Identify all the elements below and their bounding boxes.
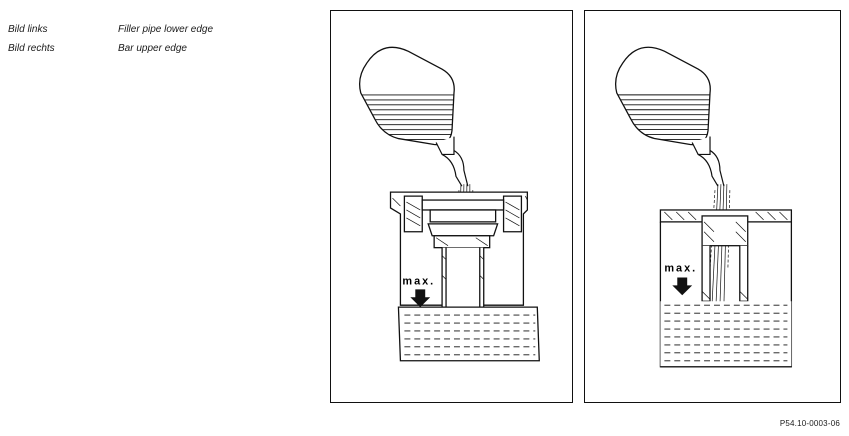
fluid-reservoir xyxy=(659,221,793,368)
oil-bottle xyxy=(614,46,725,187)
bar-plate xyxy=(659,209,793,302)
legend-value: Bar upper edge xyxy=(118,43,187,54)
right-illustration-panel: max. xyxy=(584,10,841,403)
max-label: max. xyxy=(402,275,435,287)
left-illustration: max. xyxy=(358,46,540,362)
max-label: max. xyxy=(664,262,697,274)
legend-key: Bild rechts xyxy=(8,43,55,54)
left-illustration-panel: max. xyxy=(330,10,573,403)
legend-key: Bild links xyxy=(8,24,48,35)
oil-bottle xyxy=(358,46,469,187)
legend-value: Filler pipe lower edge xyxy=(118,24,214,35)
legend-row-right-image: Bild rechts Bar upper edge xyxy=(8,39,213,58)
max-level-marker: max. xyxy=(664,262,697,296)
legend: Bild links Filler pipe lower edge Bild r… xyxy=(8,20,213,58)
housing-hatching xyxy=(392,195,528,280)
legend-row-left-image: Bild links Filler pipe lower edge xyxy=(8,20,213,39)
right-illustration: max. xyxy=(614,46,793,368)
reference-code: P54.10-0003-06 xyxy=(779,419,840,428)
fluid-reservoir xyxy=(397,306,540,362)
max-level-marker: max. xyxy=(402,275,435,308)
filler-housing xyxy=(389,191,529,308)
bar-hatching xyxy=(664,211,788,300)
